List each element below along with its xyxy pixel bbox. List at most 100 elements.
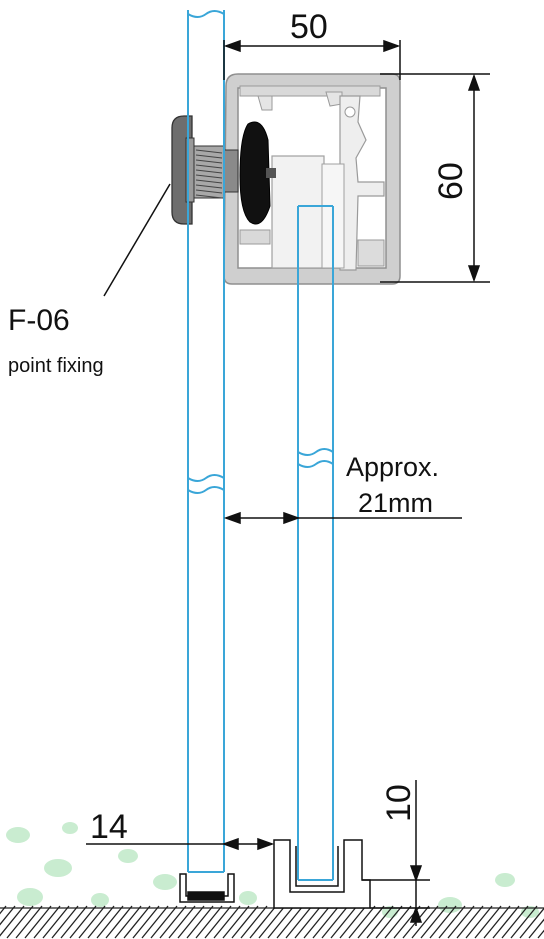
hatch-line xyxy=(150,905,178,939)
track-inner-flange-top xyxy=(239,85,381,97)
hatch-line xyxy=(465,905,493,939)
dim-60-arrow-bottom xyxy=(467,265,481,283)
hatch-line xyxy=(357,905,385,939)
hatch-line xyxy=(123,905,151,939)
hatch-line xyxy=(348,905,376,939)
dim-10-arrow-bottom xyxy=(409,905,423,923)
dim-10-label: 10 xyxy=(380,784,418,822)
floor-dot xyxy=(495,873,515,887)
hatch-line xyxy=(366,905,394,939)
hatch-line xyxy=(420,905,448,939)
floor-dot xyxy=(44,859,72,877)
hatch-line xyxy=(132,905,160,939)
roller-wheel-shape xyxy=(239,121,271,225)
hatch-line xyxy=(492,905,520,939)
dim-50-label: 50 xyxy=(290,8,328,46)
outer-glass-break-mid-b xyxy=(187,486,225,494)
hatch-line xyxy=(96,905,124,939)
hatch-line xyxy=(168,905,196,939)
dim-14-label: 14 xyxy=(90,808,128,846)
hatch-line xyxy=(6,905,34,939)
dim-gap-arrow-left xyxy=(223,511,241,525)
hatch-line xyxy=(474,905,502,939)
hatch-line xyxy=(456,905,484,939)
outer-glass-break-top xyxy=(187,10,225,18)
hatch-line xyxy=(51,905,79,939)
floor-dot xyxy=(438,897,462,913)
bottom-guide-inner xyxy=(273,839,371,909)
floor-dot xyxy=(118,849,138,863)
hatch-line xyxy=(285,905,313,939)
hatch-line xyxy=(114,905,142,939)
hatch-line xyxy=(78,905,106,939)
hatch-line xyxy=(213,905,241,939)
thread-line xyxy=(195,154,223,159)
thread-line xyxy=(195,169,223,174)
hatch-line xyxy=(447,905,475,939)
hatch-line xyxy=(501,905,529,939)
hatch-line xyxy=(483,905,511,939)
thread-line xyxy=(195,184,223,189)
hatch-line xyxy=(177,905,205,939)
hatch-line xyxy=(249,905,277,939)
bottom-guide-outer-seal xyxy=(187,891,225,901)
hatch-line xyxy=(69,905,97,939)
dim-10-arrow-top xyxy=(409,865,423,883)
floor-dot xyxy=(17,888,43,906)
floor-dot xyxy=(62,822,78,834)
dimension-width-14 xyxy=(86,837,275,851)
hatch-line xyxy=(222,905,250,939)
floor-dot xyxy=(153,874,177,890)
hatch-line xyxy=(60,905,88,939)
dimension-height-60 xyxy=(380,73,490,283)
hatch-line xyxy=(87,905,115,939)
dimension-height-10 xyxy=(362,780,430,926)
part-callout xyxy=(103,183,171,297)
hatch-line xyxy=(510,905,538,939)
hatch-line xyxy=(303,905,331,939)
hatch-line xyxy=(294,905,322,939)
hanger-bracket xyxy=(339,95,385,271)
hatch-line xyxy=(0,905,16,926)
gap-label-line2: 21mm xyxy=(358,488,433,518)
floor-dot xyxy=(239,891,257,905)
bottom-guide-inner-slot xyxy=(295,846,339,887)
thread-line xyxy=(195,159,223,164)
part-code-label: F-06 xyxy=(8,304,70,337)
thread-line xyxy=(195,189,223,194)
hatch-line xyxy=(15,905,43,939)
hatch-line xyxy=(321,905,349,939)
roller-axle xyxy=(266,168,276,178)
thread-line xyxy=(195,194,223,199)
dim-60-arrow-top xyxy=(467,73,481,91)
inner-glass-break-b xyxy=(297,460,334,468)
part-description-label: point fixing xyxy=(8,355,104,377)
hatch-line xyxy=(330,905,358,939)
outer-glass-break-mid-a xyxy=(187,474,225,482)
callout-leader xyxy=(103,183,171,297)
outer-glass-panel xyxy=(187,10,225,873)
hatch-line xyxy=(186,905,214,939)
hatch-line xyxy=(528,918,544,939)
thread-line xyxy=(195,179,223,184)
floor-dot xyxy=(6,827,30,843)
hatch-line xyxy=(438,905,466,939)
hatch-line xyxy=(411,905,439,939)
inner-glass-break-a xyxy=(297,448,334,456)
thread-line xyxy=(195,164,223,169)
dim-gap-arrow-right xyxy=(283,511,301,525)
inner-glass-panel xyxy=(297,205,334,881)
thread-line xyxy=(195,149,223,154)
roller-wheel xyxy=(239,121,276,225)
track-lip-left xyxy=(239,229,271,245)
dim-50-arrow-right xyxy=(383,39,401,53)
dimension-width-50 xyxy=(223,39,401,80)
gap-label-line1: Approx. xyxy=(346,452,439,482)
hatch-line xyxy=(537,929,544,939)
hanger-slot xyxy=(344,106,356,118)
hatch-line xyxy=(240,905,268,939)
dim-14-arrow-left xyxy=(221,837,239,851)
hatch-line xyxy=(339,905,367,939)
hatch-line xyxy=(231,905,259,939)
